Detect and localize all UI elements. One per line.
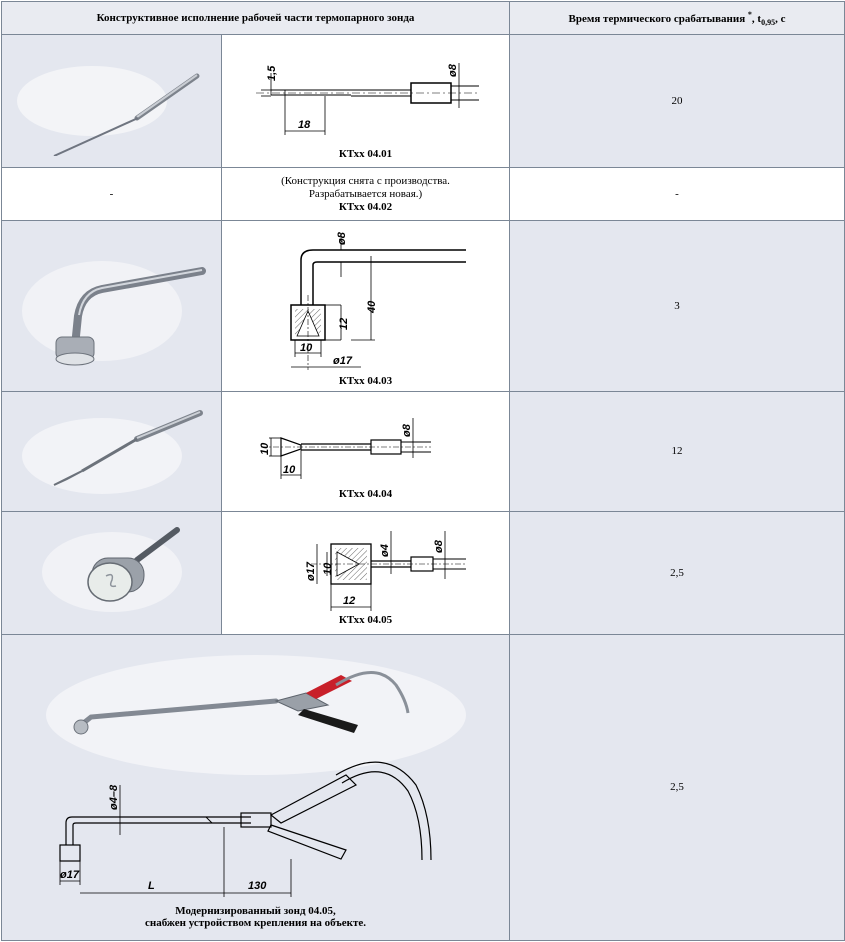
- drawing-0403: ø8 40 12 10 ø17 КТхх 04.03: [221, 220, 510, 393]
- photo-0402: -: [1, 167, 222, 222]
- photo-0405: [1, 510, 222, 635]
- time-0405-mod: 2,5: [509, 633, 845, 942]
- header-time-var: , t: [751, 12, 762, 25]
- table-row: - (Конструкция снята с производства. Раз…: [1, 167, 845, 222]
- time-0403: 3: [509, 220, 845, 393]
- table-row: ø17 10 ø4 ø8 12 КТхх 04.05 2,5: [1, 510, 845, 635]
- header-time-unit: , с: [775, 12, 786, 25]
- header-time-star: *: [747, 9, 752, 19]
- header-time-sub: 0,95: [761, 17, 776, 27]
- time-0404: 12: [509, 391, 845, 512]
- header-time: Время термического срабатывания *, t0,95…: [509, 0, 845, 36]
- probe-photo-0405: [41, 527, 182, 613]
- dim-0404-2: ø8: [401, 423, 413, 437]
- dim-0405-2: 10: [322, 562, 334, 575]
- table-row: ø4–8 ø17 L 130 Модернизированный зонд 04…: [1, 633, 845, 942]
- dim-0405-4: ø8: [433, 539, 445, 553]
- dim-0401-1: 1,5: [266, 64, 278, 80]
- note-0402-line2: Разрабатывается новая.): [308, 188, 423, 201]
- dim-0405-3: ø4: [379, 544, 391, 557]
- dim-mod-4: 130: [248, 880, 267, 892]
- dim-0403-1: ø8: [336, 232, 348, 246]
- dim-0404-1: 10: [259, 442, 271, 455]
- dim-0403-4: 10: [300, 342, 313, 354]
- table-row: 1,5 ø8 18 КТхх 04.01 20: [1, 34, 845, 169]
- drawing-0404: 10 ø8 10 КТхх 04.04: [221, 391, 510, 512]
- drawing-svg-0404: 10 ø8 10: [259, 417, 431, 479]
- dim-0401-2: ø8: [447, 63, 459, 77]
- probe-photo-0401: [16, 66, 199, 157]
- dim-0403-2: 40: [366, 300, 378, 314]
- dim-mod-1: ø4–8: [108, 784, 120, 810]
- drawing-0401: 1,5 ø8 18 КТхх 04.01: [221, 34, 510, 169]
- drawing-0405-mod: ø4–8 ø17 L 130 Модернизированный зонд 04…: [1, 633, 510, 942]
- photo-0404: [1, 391, 222, 512]
- probe-photo-0403: [21, 261, 206, 366]
- note-0402-line1: (Конструкция снята с производства.: [281, 175, 450, 188]
- header-time-prefix: Время термического срабатывания: [568, 12, 746, 25]
- header-design: Конструктивное исполнение рабочей части …: [1, 0, 510, 36]
- dim-0403-3: 12: [338, 318, 350, 330]
- drawing-svg-0405: ø17 10 ø4 ø8 12: [305, 531, 466, 612]
- table-row: 10 ø8 10 КТхх 04.04 12: [1, 391, 845, 512]
- time-0402: -: [509, 167, 845, 222]
- dim-mod-3: L: [148, 880, 155, 892]
- dim-0405-1: ø17: [305, 561, 317, 581]
- drawing-svg-0401: 1,5 ø8 18: [255, 62, 479, 135]
- time-0405: 2,5: [509, 510, 845, 635]
- model-0401: КТхх 04.01: [338, 147, 393, 160]
- dim-0403-5: ø17: [333, 355, 353, 367]
- drawing-0402: (Конструкция снята с производства. Разра…: [221, 167, 510, 222]
- photo-0403: [1, 220, 222, 393]
- model-0403: КТхх 04.03: [338, 375, 393, 388]
- dim-0401-3: 18: [298, 119, 311, 131]
- caption-mod-line2: снабжен устройством крепления на объекте…: [144, 917, 367, 930]
- model-0405: КТхх 04.05: [338, 614, 393, 627]
- table-row: ø8 40 12 10 ø17 КТхх 04.03 3: [1, 220, 845, 393]
- model-0402: КТхх 04.02: [338, 201, 393, 214]
- model-0404: КТхх 04.04: [338, 487, 393, 500]
- dim-0404-3: 10: [283, 464, 296, 476]
- caption-mod-line1: Модернизированный зонд 04.05,: [175, 905, 336, 918]
- header-row: Конструктивное исполнение рабочей части …: [1, 0, 845, 36]
- drawing-svg-0403: ø8 40 12 10 ø17: [289, 232, 466, 371]
- drawing-0405: ø17 10 ø4 ø8 12 КТхх 04.05: [221, 510, 510, 635]
- drawing-svg-0405-mod: ø4–8 ø17 L 130: [45, 655, 466, 898]
- time-0401: 20: [509, 34, 845, 169]
- probe-photo-0404: [21, 410, 203, 495]
- dim-mod-2: ø17: [60, 869, 80, 881]
- photo-0401: [1, 34, 222, 169]
- dim-0405-5: 12: [343, 595, 355, 607]
